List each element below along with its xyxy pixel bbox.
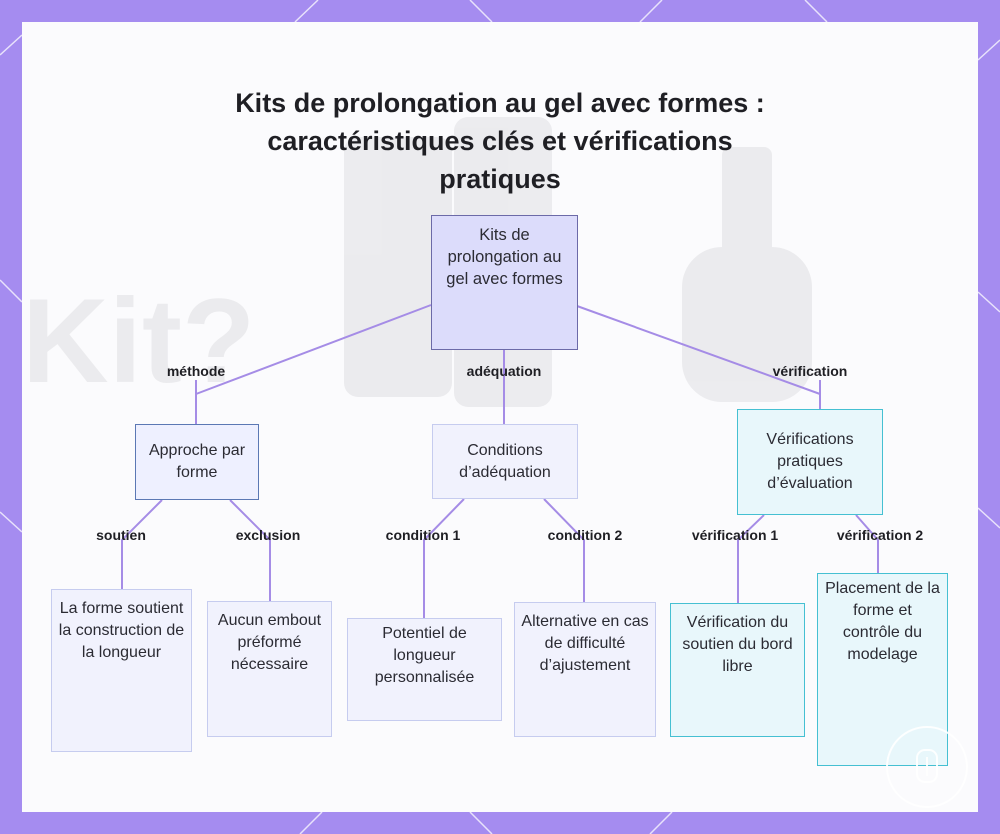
diagram-panel: Kit? Kits de prolongation au gel avec fo… xyxy=(22,22,978,812)
branch-conditions-label: Conditions d’adéquation xyxy=(459,441,551,481)
connector-approche-forme xyxy=(121,499,163,589)
branch-verifications-pratiques: Vérifications pratiques d’évaluation xyxy=(737,409,883,515)
root-node-label: Kits de prolongation au gel avec formes xyxy=(446,226,563,288)
leaf-verification-soutien-label: Vérification du soutien du bord libre xyxy=(682,614,793,675)
leaf-verification-soutien: Vérification du soutien du bord libre xyxy=(670,603,805,737)
edge-label-adequation: adéquation xyxy=(466,363,542,379)
leaf-alternative: Alternative en cas de difficulté d’ajust… xyxy=(514,602,656,737)
edge-label-verification-1: vérification 1 xyxy=(691,527,779,543)
leaf-aucun-embout: Aucun embout préformé nécessaire xyxy=(207,601,332,737)
leaf-placement-label: Placement de la forme et contrôle du mod… xyxy=(825,580,940,663)
edge-label-methode: méthode xyxy=(166,363,226,379)
root-node: Kits de prolongation au gel avec formes xyxy=(431,215,578,350)
edge-label-verification: vérification xyxy=(772,363,848,379)
leaf-potentiel-longueur: Potentiel de longueur personnalisée xyxy=(347,618,502,721)
leaf-forme-soutient-label: La forme soutient la construction de la … xyxy=(58,600,185,661)
branch-conditions-adequation: Conditions d’adéquation xyxy=(432,424,578,499)
watermark-logo-icon xyxy=(886,726,968,808)
branch-verifications-label: Vérifications pratiques d’évaluation xyxy=(766,431,854,492)
leaf-aucun-embout-label: Aucun embout préformé nécessaire xyxy=(217,612,322,673)
connector-root-methode xyxy=(195,304,432,395)
edge-label-verification-2: vérification 2 xyxy=(836,527,924,543)
edge-label-soutien: soutien xyxy=(96,527,146,543)
edge-label-exclusion: exclusion xyxy=(235,527,301,543)
branch-approche-label: Approche par forme xyxy=(148,442,246,481)
leaf-forme-soutient: La forme soutient la construction de la … xyxy=(51,589,192,752)
connector-conditions-potentiel xyxy=(423,498,465,618)
connector-lines xyxy=(121,304,879,618)
branch-approche-par-forme: Approche par forme xyxy=(135,424,259,500)
connector-approche-aucun xyxy=(229,499,271,601)
connector-root-verification xyxy=(576,305,821,395)
diagram-title: Kits de prolongation au gel avec formes … xyxy=(235,88,765,194)
edge-label-condition-2: condition 2 xyxy=(547,527,623,543)
connector-verifications-soutien xyxy=(737,514,765,603)
leaf-alternative-label: Alternative en cas de difficulté d’ajust… xyxy=(521,613,649,674)
connector-verifications-placement xyxy=(855,514,879,573)
leaf-potentiel-label: Potentiel de longueur personnalisée xyxy=(374,625,475,686)
leaf-placement-forme: Placement de la forme et contrôle du mod… xyxy=(817,573,948,766)
edge-label-condition-1: condition 1 xyxy=(385,527,461,543)
connector-conditions-alternative xyxy=(543,498,585,602)
